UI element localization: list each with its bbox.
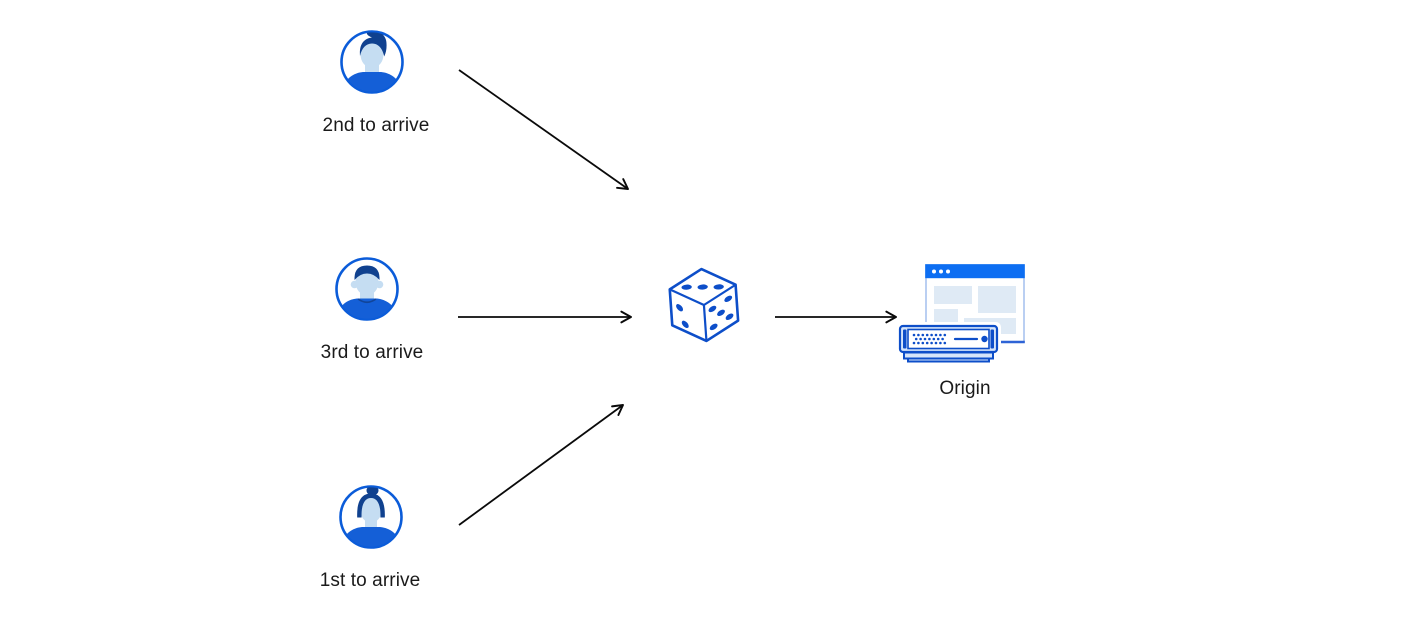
male-avatar-icon <box>335 257 399 321</box>
female-avatar-icon <box>339 485 403 549</box>
male-avatar-icon <box>340 30 404 94</box>
server-icon <box>898 322 1001 363</box>
dice-icon <box>668 267 740 343</box>
origin-node <box>898 263 1030 363</box>
visitor-label-top: 2nd to arrive <box>322 115 430 136</box>
visitor-node-middle <box>334 256 400 322</box>
origin-label: Origin <box>939 378 991 399</box>
arrow-visitor-top-to-dice <box>458 69 629 190</box>
visitor-node-top <box>339 29 405 95</box>
browser-window-and-server-icon <box>898 264 1025 363</box>
visitor-label-bottom: 1st to arrive <box>319 570 421 591</box>
server-vent-dots <box>912 333 947 345</box>
arrow-visitor-bottom-to-dice <box>458 404 624 526</box>
visitor-node-bottom <box>338 484 404 550</box>
visitor-label-middle: 3rd to arrive <box>320 342 424 363</box>
dice-node <box>666 266 742 348</box>
